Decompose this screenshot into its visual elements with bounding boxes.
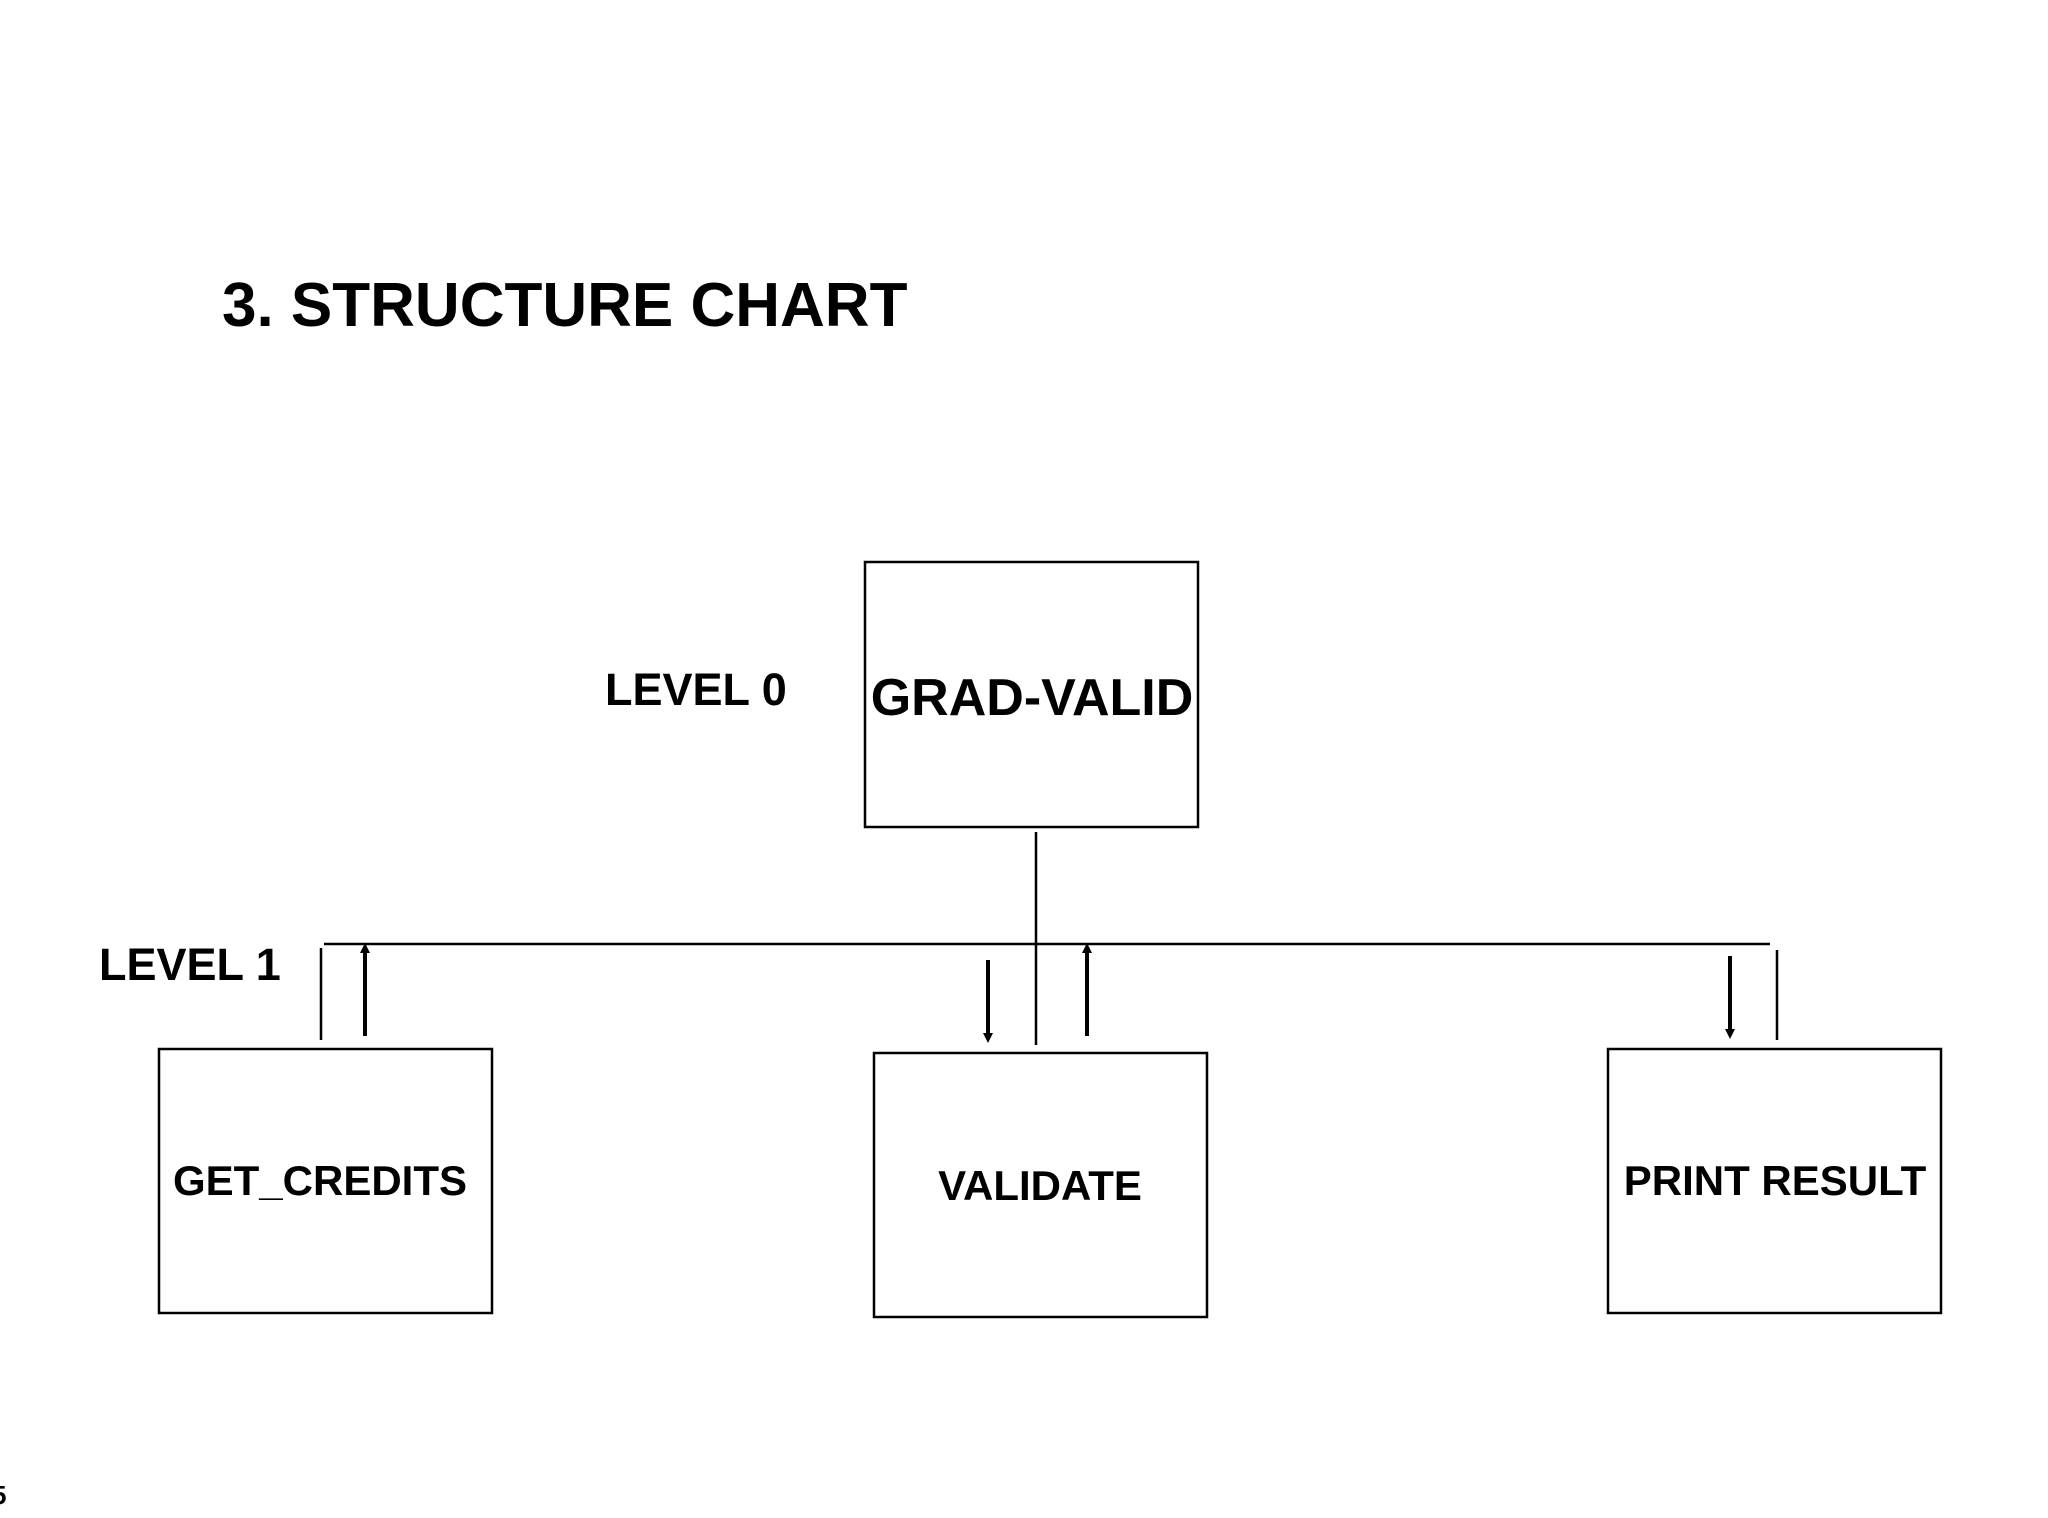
level-0-label: LEVEL 0 xyxy=(605,664,787,715)
module-box-validate xyxy=(872,1051,1209,1319)
module-box-print-result xyxy=(1606,1047,1943,1315)
page-number: 5 xyxy=(0,1480,6,1510)
module-box-grad-valid xyxy=(863,560,1200,829)
module-box-get-credits xyxy=(157,1047,494,1315)
module-label-grad-valid: GRAD-VALID xyxy=(871,669,1194,727)
level-1-label: LEVEL 1 xyxy=(99,939,281,990)
page-title: 3. STRUCTURE CHART xyxy=(222,271,908,340)
module-label-print-result: PRINT RESULT xyxy=(1624,1157,1927,1204)
module-label-validate: VALIDATE xyxy=(938,1162,1142,1209)
module-label-get-credits: GET_CREDITS xyxy=(173,1157,467,1204)
